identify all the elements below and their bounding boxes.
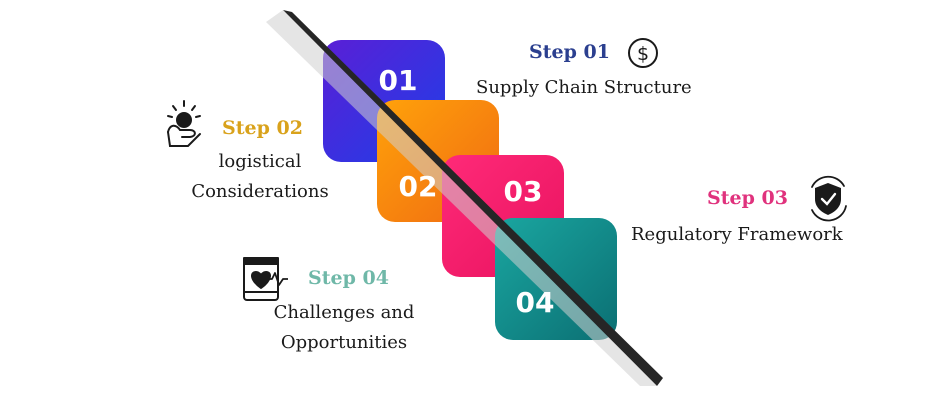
step-04-description-line-1: Challenges and	[273, 302, 415, 323]
dollar-coin-icon: $	[628, 38, 658, 68]
step-03-description: Regulatory Framework	[631, 224, 843, 245]
diagonal-white-cover	[260, 0, 323, 48]
hand-holding-idea-icon	[167, 100, 201, 147]
step-04-label: Step 04	[308, 267, 389, 289]
step-04-description-line-2: Opportunities	[280, 332, 408, 353]
medical-monitor-icon	[243, 257, 288, 301]
step-03-label: Step 03	[707, 187, 788, 209]
step-02-description-line-1: logistical	[218, 151, 302, 172]
diagonal-shadow	[266, 10, 657, 386]
step-02-label: Step 02	[222, 117, 303, 139]
tile-03-number: 03	[504, 175, 543, 208]
step-01-description: Supply Chain Structure	[476, 77, 692, 98]
shield-check-icon	[811, 175, 847, 222]
tile-04-number: 04	[516, 286, 555, 319]
step-02-description-line-2: Considerations	[191, 181, 329, 202]
svg-text:$: $	[637, 43, 649, 65]
tile-02-number: 02	[399, 170, 438, 203]
diagonal-divider	[283, 10, 663, 386]
step-01-label: Step 01	[529, 41, 610, 63]
tile-01-number: 01	[379, 64, 418, 97]
